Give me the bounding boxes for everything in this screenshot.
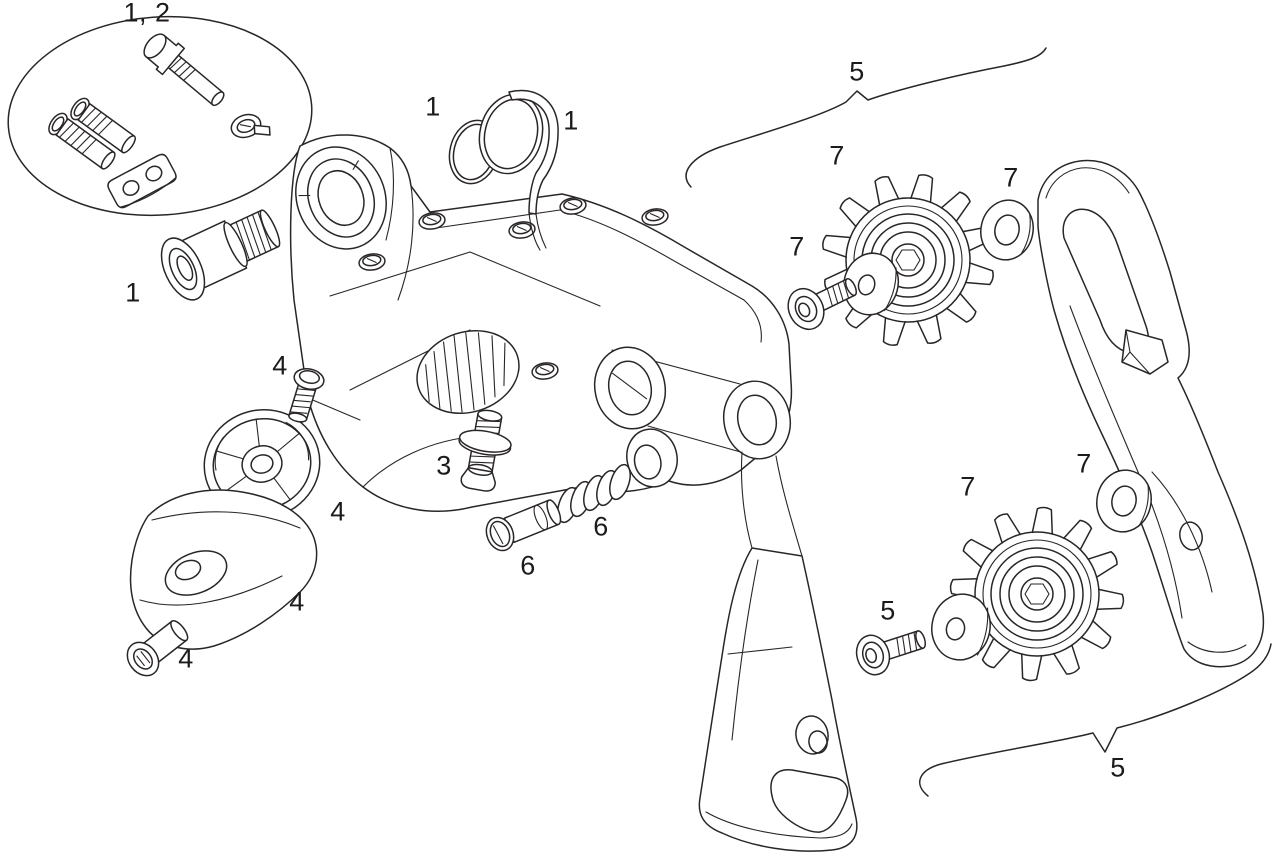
lower-pulley-washer xyxy=(1091,465,1157,537)
inner-cage-plate xyxy=(699,452,857,851)
callout-7-b: 7 xyxy=(1003,162,1019,193)
cage-assembly-lower-brace xyxy=(920,644,1271,796)
kit-gauge-plate xyxy=(106,152,179,211)
retainer-hook xyxy=(471,88,558,250)
upper-pulley-bolt xyxy=(782,266,864,335)
callout-7-a: 7 xyxy=(829,140,845,171)
callout-3: 3 xyxy=(436,450,452,481)
callout-5-lower: 5 xyxy=(1110,752,1126,783)
plunger-pin xyxy=(482,495,565,555)
callout-4-top: 4 xyxy=(272,350,288,381)
upper-pulley xyxy=(820,172,996,348)
callout-6-pin: 6 xyxy=(520,550,536,581)
callout-7-d: 7 xyxy=(960,471,976,502)
cover-screw-bottom xyxy=(121,613,194,681)
callout-4-cover: 4 xyxy=(289,586,305,617)
callout-5-upper: 5 xyxy=(849,56,865,87)
cage-assembly-upper-brace xyxy=(686,48,1046,187)
callout-4-disc: 4 xyxy=(330,496,346,527)
coil-spring xyxy=(554,462,634,525)
lower-cage-bolt xyxy=(852,619,931,679)
lower-pulley-cap xyxy=(926,589,996,666)
parts-kit-oval xyxy=(1,7,318,226)
derailleur-body xyxy=(281,133,798,511)
kit-screw-b xyxy=(67,95,139,156)
outer-cage-plate xyxy=(1038,161,1263,667)
upper-pulley-washer xyxy=(975,195,1038,265)
clutch-cover-disc xyxy=(192,397,332,531)
callout-7-c: 7 xyxy=(789,231,805,262)
callout-5-bolt: 5 xyxy=(880,595,896,626)
callout-1-bolt: 1 xyxy=(125,277,141,308)
cover-screw-top xyxy=(285,366,326,425)
lower-pulley xyxy=(948,505,1126,683)
callout-1-2: 1, 2 xyxy=(123,0,171,28)
callout-1-hook: 1 xyxy=(563,105,579,136)
b-adjust-screw xyxy=(451,406,516,494)
cage-lock-cover xyxy=(131,490,317,649)
callout-6-spring: 6 xyxy=(593,511,609,542)
upper-knuckle-ring xyxy=(281,133,402,262)
callout-4-screw: 4 xyxy=(178,643,194,674)
callout-7-e: 7 xyxy=(1076,448,1092,479)
upper-pulley-cap xyxy=(837,247,905,321)
b-knuckle-bolt xyxy=(153,196,289,306)
callout-1-oring: 1 xyxy=(425,91,441,122)
kit-long-bolt xyxy=(138,28,232,114)
kit-nut xyxy=(228,109,272,146)
kit-screw-a xyxy=(45,110,118,172)
